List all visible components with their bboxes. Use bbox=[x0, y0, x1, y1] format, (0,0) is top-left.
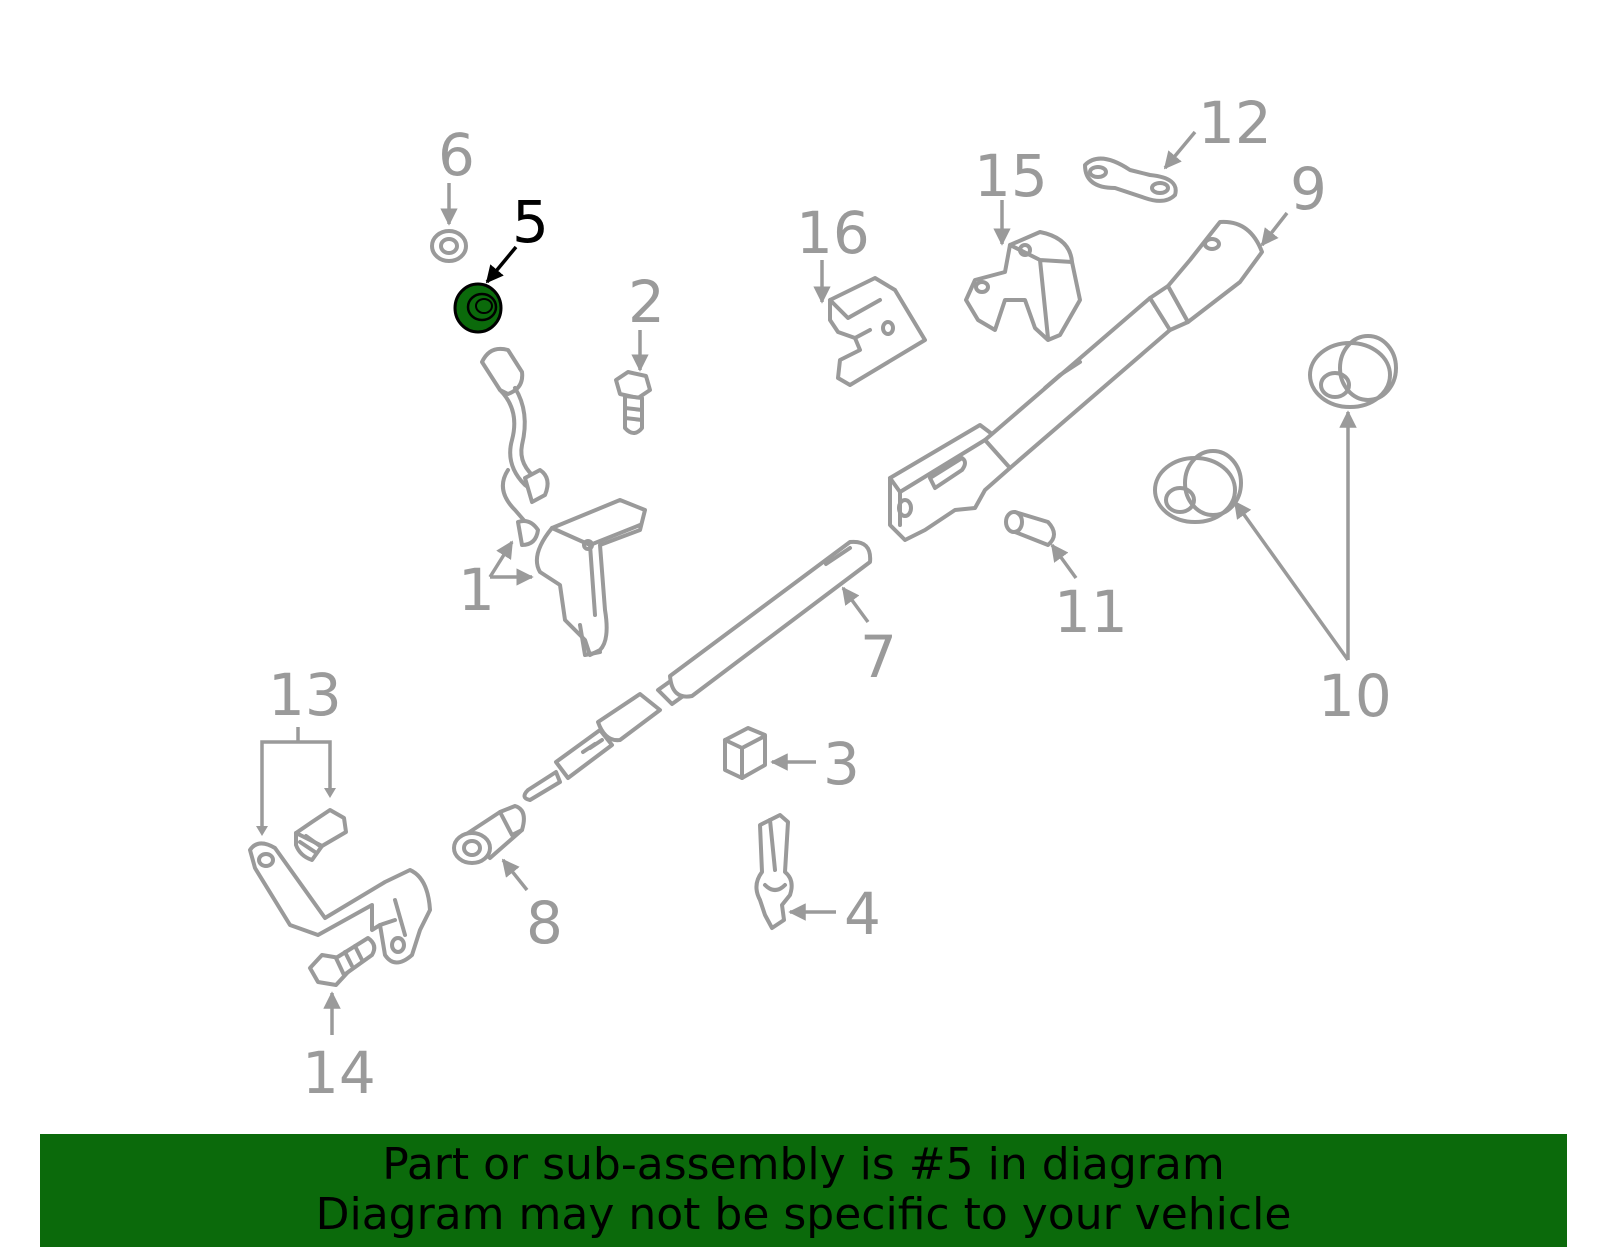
part-8-coupling[interactable] bbox=[452, 804, 526, 865]
callout-4: 4 bbox=[844, 880, 881, 948]
part-5-bushing[interactable] bbox=[453, 282, 503, 334]
callout-1: 1 bbox=[458, 556, 495, 624]
callout-11: 11 bbox=[1054, 578, 1128, 646]
callout-5: 5 bbox=[512, 188, 549, 256]
part-14-bolt[interactable] bbox=[308, 936, 377, 987]
callout-3: 3 bbox=[823, 730, 860, 798]
part-11-pin[interactable] bbox=[1004, 510, 1056, 547]
callout-12: 12 bbox=[1198, 89, 1272, 157]
banner-line-2: Diagram may not be specific to your vehi… bbox=[315, 1189, 1292, 1240]
callout-10: 10 bbox=[1318, 662, 1392, 730]
part-2-bolt[interactable] bbox=[614, 370, 652, 435]
part-15-latch[interactable] bbox=[964, 230, 1082, 342]
callout-7: 7 bbox=[860, 623, 897, 691]
callout-8: 8 bbox=[526, 889, 563, 957]
part-4-pawl[interactable] bbox=[754, 813, 794, 930]
callout-14: 14 bbox=[302, 1039, 376, 1107]
part-3-clip[interactable] bbox=[723, 726, 767, 780]
callout-9: 9 bbox=[1290, 155, 1327, 223]
callout-6: 6 bbox=[438, 121, 475, 189]
banner-line-1: Part or sub-assembly is #5 in diagram bbox=[382, 1139, 1225, 1190]
part-16-clip[interactable] bbox=[828, 276, 927, 387]
part-13-bracket-bolt[interactable] bbox=[248, 808, 432, 965]
part-6-washer[interactable] bbox=[430, 229, 468, 263]
part-1-lever-bracket[interactable] bbox=[480, 346, 647, 657]
part-7-shaft[interactable] bbox=[522, 539, 873, 802]
callout-15: 15 bbox=[974, 142, 1048, 210]
part-10-grommets[interactable] bbox=[1153, 334, 1398, 524]
leader-lines bbox=[256, 130, 1357, 1035]
part-12-bracket[interactable] bbox=[1083, 156, 1178, 203]
callout-2: 2 bbox=[628, 268, 665, 336]
callout-13: 13 bbox=[268, 661, 342, 729]
callout-16: 16 bbox=[796, 199, 870, 267]
callout-labels: 6 5 2 1 3 4 7 8 9 10 11 12 13 14 15 16 bbox=[268, 89, 1392, 1107]
part-9-column-tube[interactable] bbox=[888, 219, 1264, 542]
info-banner: Part or sub-assembly is #5 in diagram Di… bbox=[40, 1134, 1567, 1247]
